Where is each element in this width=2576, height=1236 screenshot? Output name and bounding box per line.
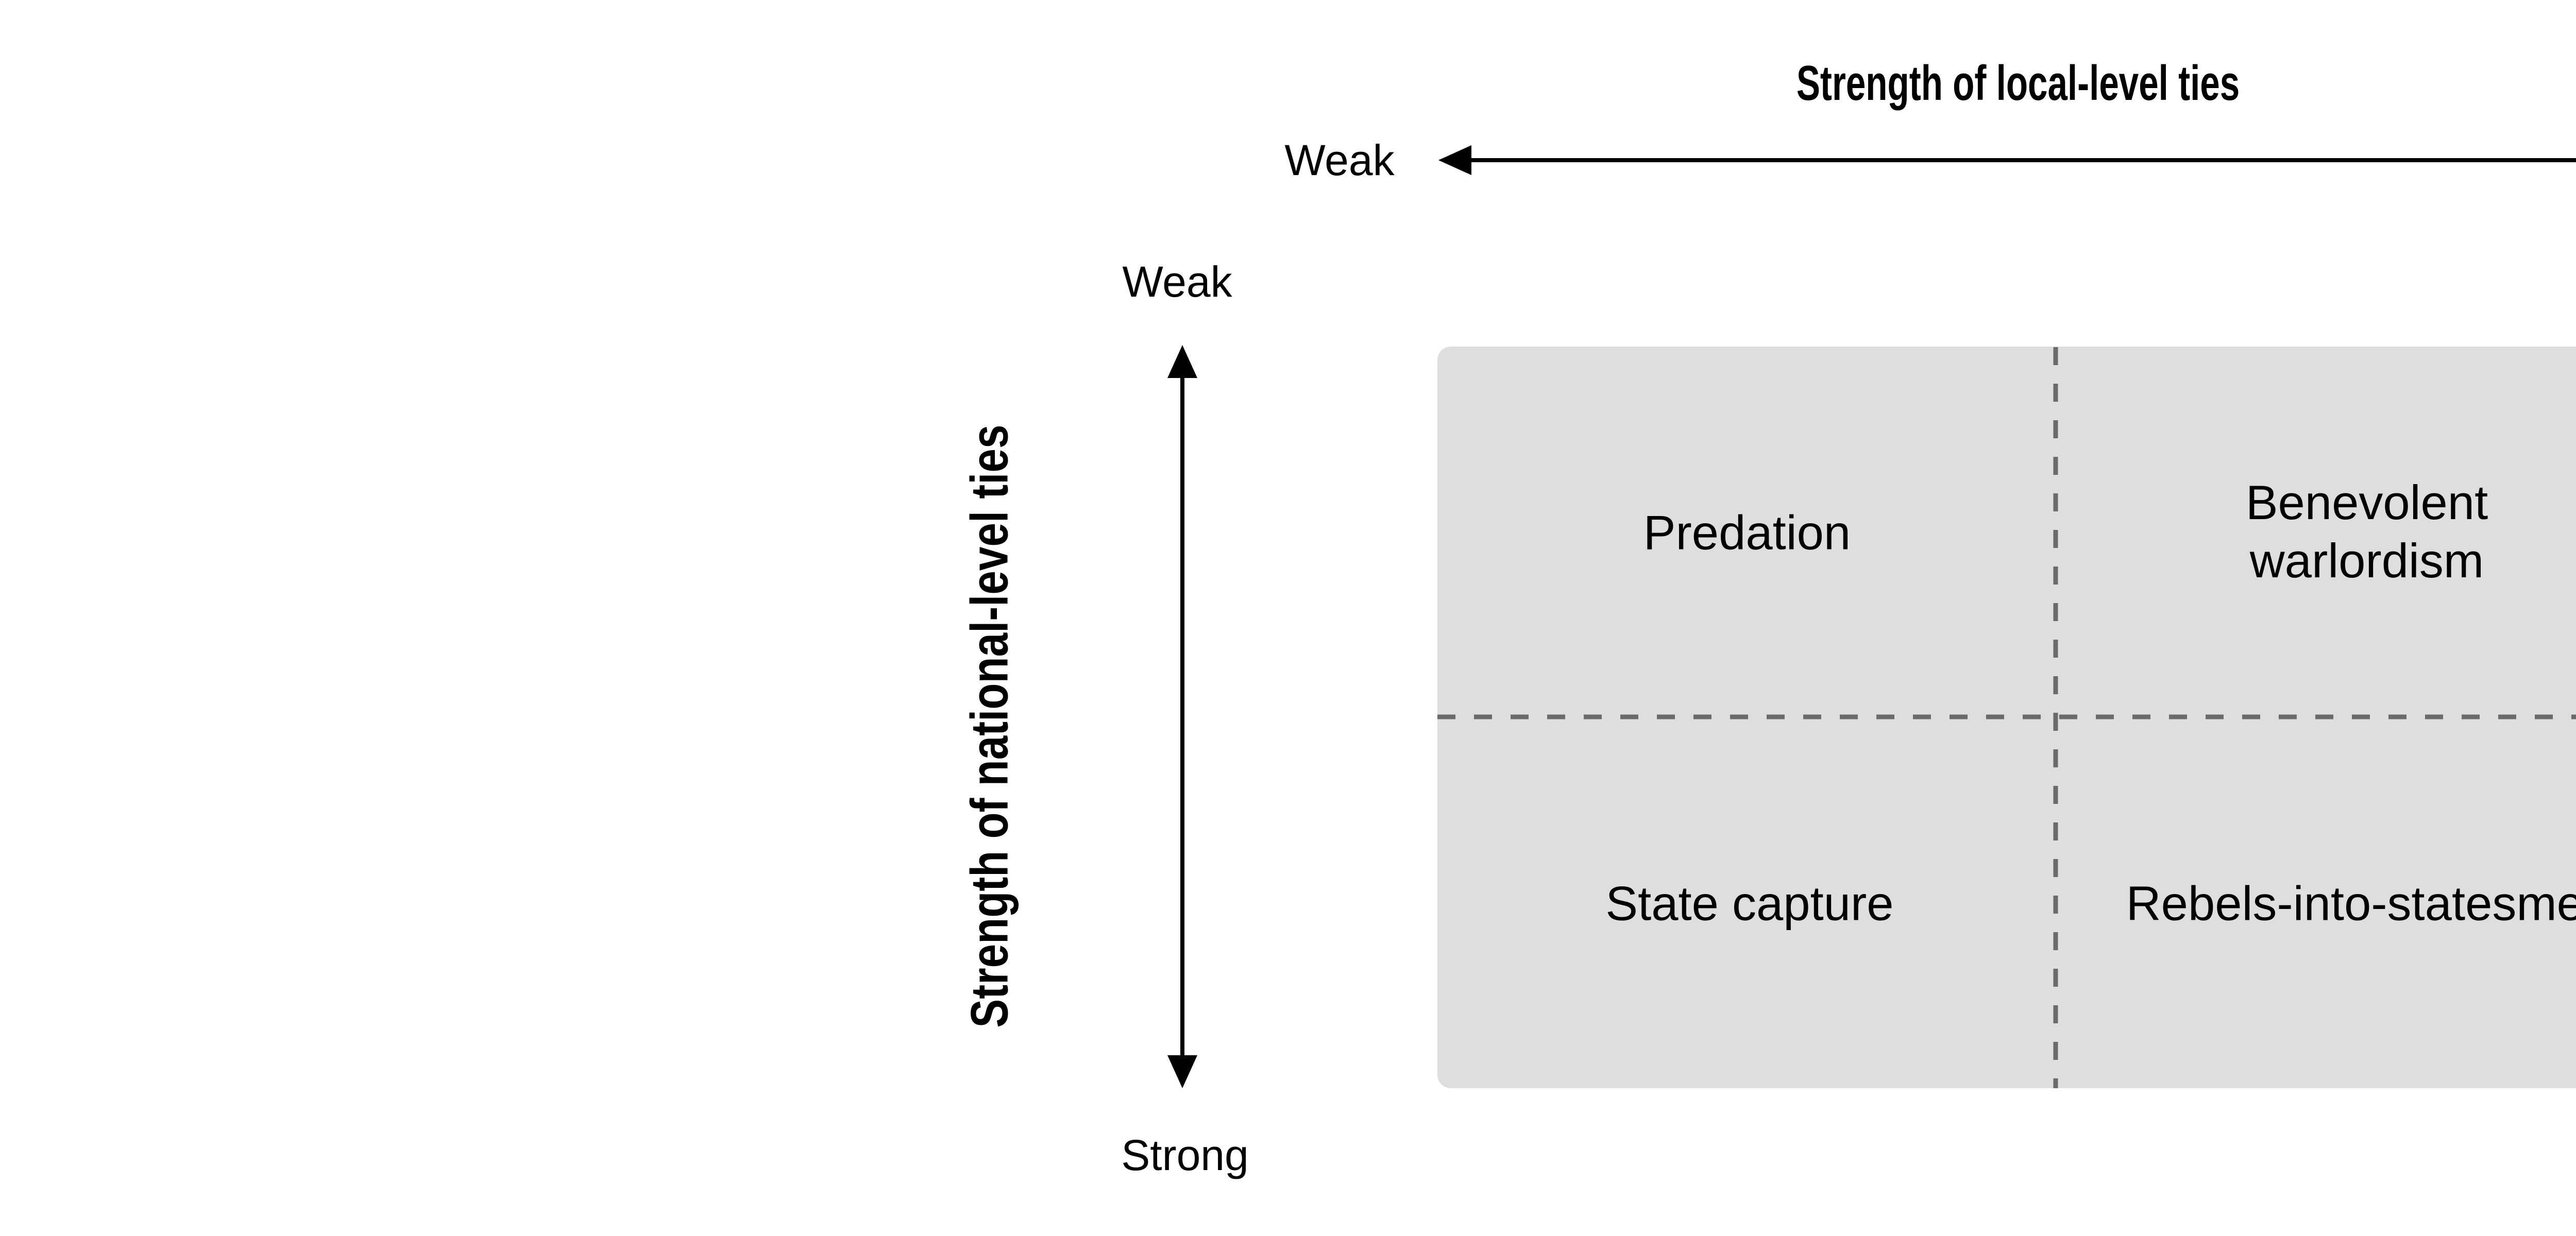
quadrant-label-bottom-left: State capture [1605, 876, 1894, 931]
quadrant-label-top-left: Predation [1643, 505, 1851, 560]
y-axis-weak-label: Weak [1122, 258, 1232, 306]
y-axis-title: Strength of national-level ties [960, 424, 1019, 1028]
y-axis-arrow [1167, 345, 1197, 1088]
x-axis-title: Strength of local-level ties [1796, 56, 2240, 111]
y-axis-arrowhead-top-icon [1167, 345, 1197, 378]
x-axis-arrowhead-left-icon [1438, 145, 1471, 175]
x-axis-arrow [1438, 145, 2576, 175]
y-axis-strong-label: Strong [1121, 1131, 1249, 1179]
y-axis-arrowhead-bottom-icon [1167, 1055, 1197, 1088]
vertical-dashed-divider [2053, 347, 2058, 1088]
x-axis-weak-label: Weak [1284, 136, 1395, 184]
quadrant-label-bottom-right: Rebels-into-statesmen [2126, 876, 2576, 931]
quadrant-label-top-right: Benevolent warlordism [2245, 475, 2488, 588]
horizontal-dashed-divider [1437, 714, 2576, 719]
